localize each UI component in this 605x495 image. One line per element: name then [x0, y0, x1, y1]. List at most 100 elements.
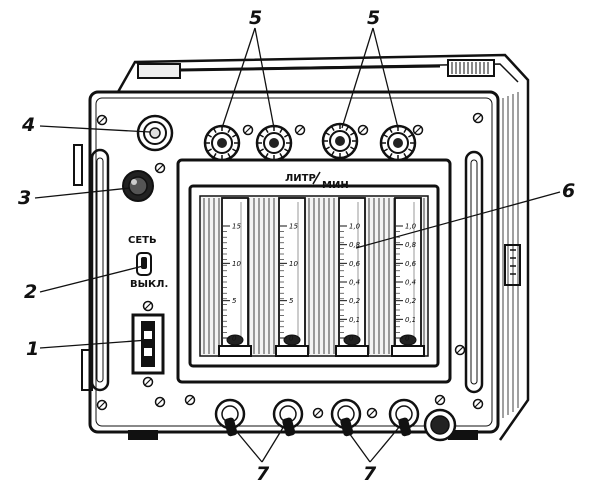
- right-carry-handle: [464, 150, 484, 394]
- needle-valve-knob: [255, 124, 293, 162]
- tube-tick-label: 0,1: [349, 316, 360, 324]
- handle-knurling: [451, 62, 489, 74]
- callout-5-left: 5: [249, 7, 262, 29]
- flowmeter-window: 1510501510501,00,80,60,40,20,101,00,80,6…: [176, 158, 452, 384]
- screw-slot: [244, 126, 252, 134]
- unit-label-slash: [312, 171, 321, 185]
- leader-5b-right: [372, 27, 399, 129]
- top-needle-valves: [203, 122, 417, 162]
- screw-slot: [296, 126, 304, 134]
- tube-float: [283, 334, 301, 346]
- tube-glass: [221, 197, 249, 349]
- tube-base: [335, 345, 369, 357]
- callout-7-right: 7: [363, 463, 377, 485]
- leader-5b-left: [341, 27, 374, 129]
- gas-outlet-connector: [423, 408, 457, 442]
- tube-tick-label: 0,8: [349, 241, 361, 249]
- tube-base: [218, 345, 252, 357]
- screw-slot: [314, 409, 322, 417]
- tube-float: [343, 334, 361, 346]
- left-bottom-clip: [81, 349, 93, 391]
- unit-label-bottom: МИН: [322, 180, 349, 191]
- tube-tick-label: 5: [289, 297, 294, 305]
- flow-tube: 1,00,80,60,40,20,10: [335, 197, 369, 357]
- top-handle-left-bracket: [137, 63, 181, 79]
- indicator-lamp: [136, 114, 174, 152]
- tube-tick-label: 1,0: [349, 223, 361, 231]
- callout-6: 6: [562, 180, 575, 202]
- flow-tubes: 1510501510501,00,80,60,40,20,101,00,80,6…: [218, 197, 425, 357]
- side-latch: [504, 244, 521, 286]
- bottom-valve-knob: [272, 398, 304, 437]
- screw-slot: [436, 396, 444, 404]
- tube-float: [226, 334, 244, 346]
- tube-base: [275, 345, 309, 357]
- screw-slot: [414, 126, 422, 134]
- tube-tick-label: 0: [232, 335, 237, 343]
- screw-slot: [186, 396, 194, 404]
- callout-1: 1: [26, 338, 39, 360]
- tube-tick-label: 15: [289, 223, 298, 231]
- leader-1: [39, 339, 149, 349]
- leader-5a-left: [221, 27, 256, 129]
- right-carry-handle-inner: [470, 159, 478, 385]
- left-carry-handle: [90, 148, 110, 392]
- leader-3: [34, 187, 131, 199]
- right-side-shading: [497, 92, 519, 420]
- screw-slot: [359, 126, 367, 134]
- tube-tick-label: 0,2: [405, 297, 417, 305]
- needle-valve-knob: [321, 122, 359, 160]
- tube-tick-label: 0,4: [405, 279, 416, 287]
- tube-glass: [394, 197, 422, 349]
- flow-tube: 1,00,80,60,40,20,10: [391, 197, 425, 357]
- flow-tube: 15 10 5 0: [275, 197, 309, 357]
- case-back-outline: [116, 53, 530, 441]
- screw-slot: [98, 116, 106, 124]
- leader-7a-right: [261, 425, 285, 463]
- leader-7b-right: [369, 425, 401, 463]
- callout-7-left: 7: [256, 463, 270, 485]
- tube-tick-label: 15: [232, 223, 241, 231]
- leader-7b-left: [343, 425, 371, 463]
- tube-glass: [278, 197, 306, 349]
- screw-slot: [474, 400, 482, 408]
- leader-2: [39, 265, 144, 293]
- tube-tick-label: 1,0: [405, 223, 417, 231]
- fuse-window: [131, 313, 165, 375]
- tube-tick-label: 0: [405, 335, 410, 343]
- foot-left: [128, 430, 158, 440]
- callout-numbers: 5 5 4 3 2 1 6 7 7: [18, 7, 575, 485]
- bottom-valves: [214, 398, 420, 437]
- screw-slot: [456, 346, 464, 354]
- tube-tick-label: 0,8: [405, 241, 417, 249]
- switch-label-on: СЕТЬ: [128, 235, 157, 246]
- power-toggle-switch: СЕТЬ ВЫКЛ.: [128, 235, 168, 290]
- tube-tick-label: 0: [289, 335, 294, 343]
- callout-2: 2: [24, 281, 37, 303]
- leader-7a-left: [231, 425, 263, 463]
- bottom-valve-knob: [388, 398, 420, 437]
- callout-3: 3: [18, 187, 31, 209]
- tube-tick-label: 0,2: [349, 297, 361, 305]
- tube-tick-label: 10: [289, 260, 298, 268]
- callout-5-right: 5: [367, 7, 380, 29]
- needle-valve-knob: [379, 124, 417, 162]
- left-carry-handle-inner: [96, 157, 104, 383]
- foot-right: [448, 430, 478, 440]
- tube-tick-label: 0,1: [405, 316, 416, 324]
- top-handle-right-bracket: [447, 59, 495, 77]
- needle-valve-knob: [203, 124, 241, 162]
- callout-leaders: [34, 27, 561, 463]
- screw-slot: [98, 401, 106, 409]
- tube-tick-label: 0,4: [349, 279, 360, 287]
- screw-slot: [156, 164, 164, 172]
- tube-base: [391, 345, 425, 357]
- top-handle-bar: [179, 64, 441, 72]
- bottom-valve-knob: [214, 398, 246, 437]
- leader-4: [39, 125, 151, 133]
- bottom-valve-knob: [330, 398, 362, 437]
- tube-float: [399, 334, 417, 346]
